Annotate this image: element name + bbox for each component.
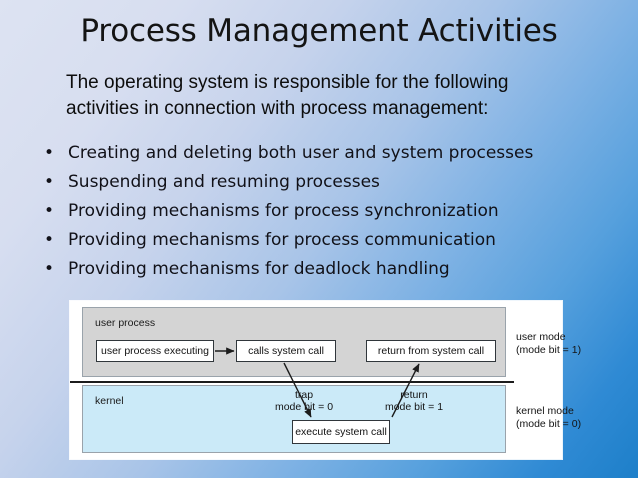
list-item-label: Providing mechanisms for process synchro… xyxy=(68,201,499,221)
trap-annotation: trap mode bit = 0 xyxy=(248,389,360,413)
kernel-mode-label: kernel mode (mode bit = 0) xyxy=(516,405,581,431)
user-process-zone-label: user process xyxy=(95,317,156,329)
intro-paragraph: The operating system is responsible for … xyxy=(66,72,509,119)
list-item: • Providing mechanisms for deadlock hand… xyxy=(38,255,598,284)
return-annotation-line1: return xyxy=(400,389,428,401)
bullet-marker-icon: • xyxy=(44,259,55,279)
user-mode-label-line2: (mode bit = 1) xyxy=(516,344,582,356)
user-mode-label: user mode (mode bit = 1) xyxy=(516,331,581,357)
list-item: • Creating and deleting both user and sy… xyxy=(38,139,598,168)
bullet-marker-icon: • xyxy=(44,143,55,163)
box-execute-system-call: execute system call xyxy=(292,420,390,444)
box-calls-system-call: calls system call xyxy=(236,340,336,362)
box-user-process-executing: user process executing xyxy=(96,340,214,362)
kernel-zone-label: kernel xyxy=(95,395,124,407)
bullet-marker-icon: • xyxy=(44,172,55,192)
list-item-label: Providing mechanisms for process communi… xyxy=(68,230,496,250)
list-item-label: Creating and deleting both user and syst… xyxy=(68,143,534,163)
page-title: Process Management Activities xyxy=(80,13,558,49)
list-item-label: Suspending and resuming processes xyxy=(68,172,380,192)
list-item-label: Providing mechanisms for deadlock handli… xyxy=(68,259,450,279)
list-item: • Suspending and resuming processes xyxy=(38,168,598,197)
list-item: • Providing mechanisms for process commu… xyxy=(38,226,598,255)
system-call-transition-diagram: user process kernel user process executi… xyxy=(70,301,581,459)
bullet-marker-icon: • xyxy=(44,201,55,221)
diagram-inner: user process kernel user process executi… xyxy=(70,301,581,459)
return-annotation-line2: mode bit = 1 xyxy=(384,401,444,413)
activities-bullet-list: • Creating and deleting both user and sy… xyxy=(38,139,598,284)
trap-annotation-line2: mode bit = 0 xyxy=(274,401,334,413)
kernel-mode-label-line1: kernel mode xyxy=(516,405,574,417)
list-item: • Providing mechanisms for process synch… xyxy=(38,197,598,226)
kernel-mode-label-line2: (mode bit = 0) xyxy=(516,418,582,430)
return-annotation: return mode bit = 1 xyxy=(358,389,470,413)
user-mode-label-line1: user mode xyxy=(516,331,566,343)
trap-annotation-line1: trap xyxy=(294,389,314,401)
mode-divider-line xyxy=(70,381,514,383)
box-return-from-system-call: return from system call xyxy=(366,340,496,362)
bullet-marker-icon: • xyxy=(44,230,55,250)
